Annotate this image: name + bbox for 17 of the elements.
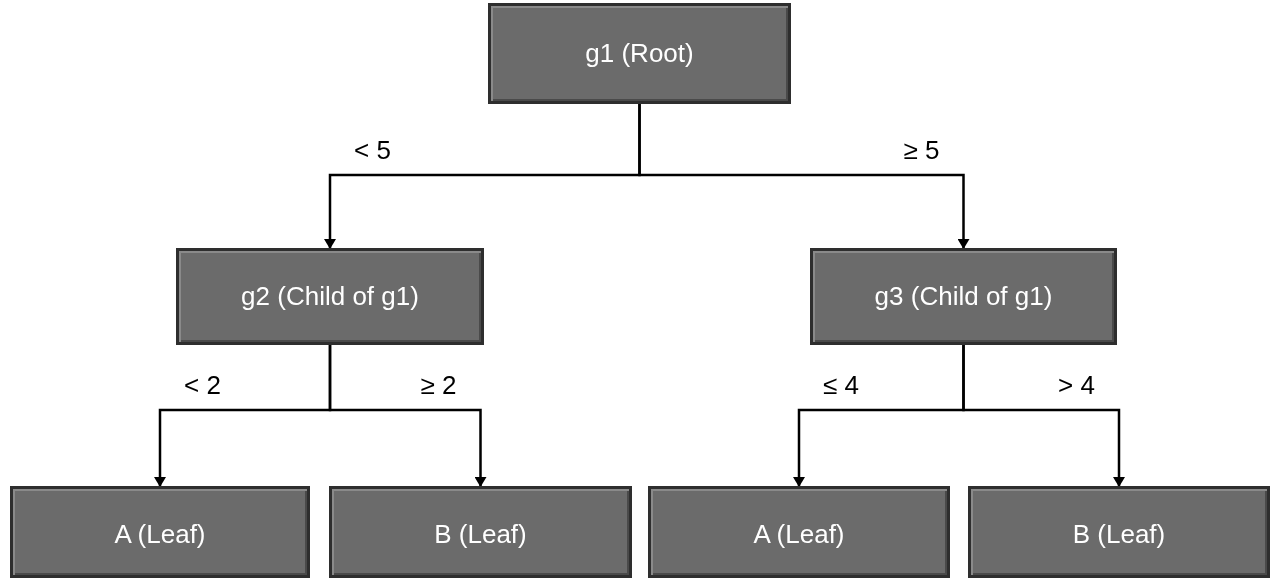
node-label: A (Leaf) — [114, 519, 206, 550]
leaf-node-box — [10, 486, 310, 578]
decision-node-box — [810, 248, 1117, 345]
decision-node-box — [488, 3, 791, 104]
arrow — [638, 104, 970, 249]
leaf-node-box — [968, 486, 1270, 578]
node-label: g1 (Root) — [585, 38, 694, 69]
node-label: B (Leaf) — [1072, 519, 1166, 550]
leaf-node-box — [648, 486, 950, 578]
node-label: g2 (Child of g1) — [241, 281, 419, 312]
leaf-node-box — [329, 486, 632, 578]
node-label: A (Leaf) — [753, 519, 845, 550]
arrow — [962, 345, 1125, 487]
arrow — [328, 345, 487, 487]
node-label: B (Leaf) — [434, 519, 527, 550]
decision-node-box — [176, 248, 484, 345]
node-label: g3 (Child of g1) — [874, 281, 1053, 312]
